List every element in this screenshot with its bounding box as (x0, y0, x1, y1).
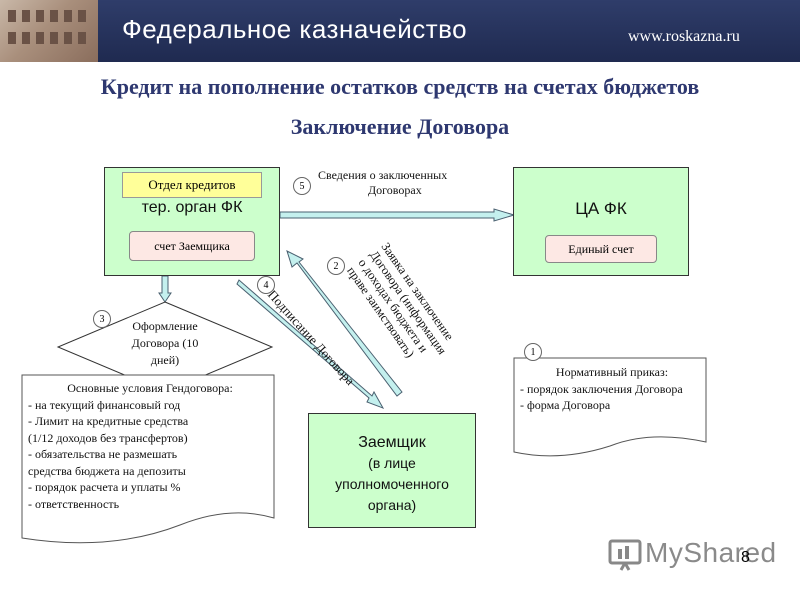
myshared-logo-icon (608, 539, 642, 571)
order-document-text: Нормативный приказ: - порядок заключения… (520, 364, 704, 414)
arrow-to-ca-fk (279, 208, 516, 222)
step-3-line-1: Оформление (132, 319, 198, 333)
terms-line-1: - на текущий финансовый год (28, 397, 181, 412)
slide-subtitle: Заключение Договора (290, 114, 510, 139)
terms-title: Основные условия Гендоговора: (67, 381, 233, 395)
terms-line-5: средства бюджета на депозиты (28, 463, 186, 478)
terms-line-6: - порядок расчета и уплаты % (28, 480, 181, 494)
step-3-line-2: Договора (10 (131, 336, 199, 350)
ca-fk-label: ЦА ФК (575, 199, 627, 218)
borrower-note-1: (в лице (368, 455, 416, 471)
single-account-label: Единый счет (545, 235, 657, 263)
header-url[interactable]: www.roskazna.ru (628, 28, 740, 45)
dept-credit-label: Отдел кредитов (122, 172, 262, 198)
borrower-note-3: органа) (367, 497, 417, 513)
step-3-text: Оформление Договора (10 дней) (110, 318, 220, 369)
terms-line-2: - Лимит на кредитные средства (28, 414, 189, 428)
step-3-line-3: дней) (150, 353, 180, 367)
page-number: 8 (741, 549, 750, 566)
slide-title: Кредит на пополнение остатков средств на… (100, 74, 700, 99)
step-5-line-1: Сведения о заключенных (318, 168, 448, 182)
order-item-2: - форма Договора (520, 398, 611, 412)
header-bar (0, 0, 800, 62)
arrow-application (286, 250, 403, 397)
terms-document-text: Основные условия Гендоговора: - на текущ… (28, 380, 272, 512)
order-item-1: - порядок заключения Договора (520, 381, 683, 396)
step-4-badge: 4 (257, 276, 275, 294)
step-3-badge: 3 (93, 310, 111, 328)
step-5-line-2: Договорах (368, 183, 422, 197)
borrower-label: Заемщик (в лице уполномоченного органа) (308, 432, 476, 516)
order-document (513, 357, 707, 457)
terms-line-4: - обязательства не размешать (28, 447, 178, 461)
order-document-title: Нормативный приказ: (555, 365, 669, 379)
step-2-badge: 2 (327, 257, 345, 275)
borrower-name: Заемщик (358, 434, 426, 451)
watermark-text: MyShared (645, 537, 777, 568)
building-photo (0, 0, 98, 62)
arrow-to-registration (158, 275, 172, 303)
borrower-account-label: счет Заемщика (129, 231, 255, 261)
step-1-badge: 1 (524, 343, 542, 361)
terms-document (21, 374, 275, 544)
step-5-text: Сведения о заключенных Договорах (318, 168, 447, 198)
borrower-box (308, 413, 476, 528)
header-title: Федеральное казначейство (122, 14, 468, 44)
terms-line-7: - ответственность (28, 496, 120, 511)
step-5-badge: 5 (293, 177, 311, 195)
arrow-signing (236, 279, 385, 409)
borrower-note-2: уполномоченного (335, 476, 449, 492)
ter-organ-label: тер. орган ФК (141, 199, 243, 216)
terms-line-3: (1/12 доходов без трансфертов) (28, 430, 188, 445)
